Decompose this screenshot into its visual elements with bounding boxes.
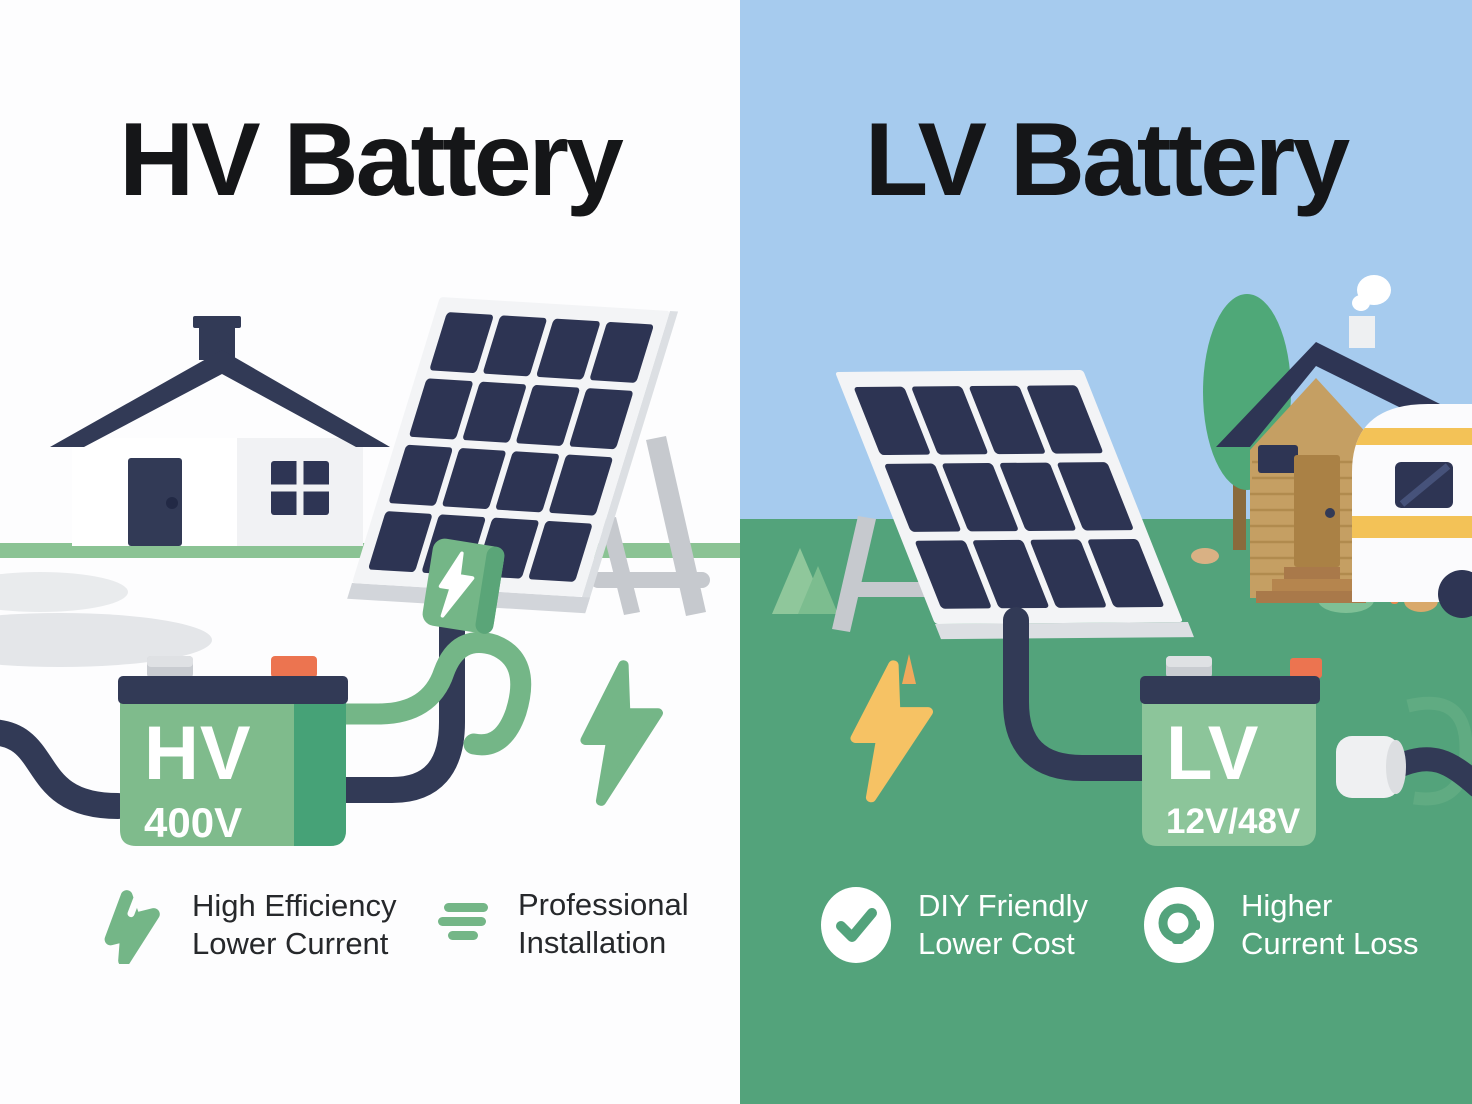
lv-battery bbox=[1140, 656, 1322, 846]
cabin bbox=[1216, 275, 1472, 603]
door-knob-icon bbox=[166, 497, 178, 509]
grass-tuft-icon bbox=[902, 654, 916, 684]
hv-battery bbox=[118, 656, 348, 846]
camper-stripes bbox=[1352, 428, 1472, 538]
panel-stand-left bbox=[590, 436, 710, 616]
rock-icon bbox=[1191, 548, 1219, 564]
camper-trailer bbox=[1352, 404, 1472, 618]
cabin-roof bbox=[1216, 342, 1472, 447]
feature-diy-friendly: DIY Friendly Lower Cost bbox=[820, 886, 1088, 964]
green-bolt-icon bbox=[104, 887, 160, 964]
battery-terminal-orange bbox=[1290, 658, 1322, 678]
panel-cells-right bbox=[854, 385, 1164, 609]
check-circle-icon bbox=[821, 887, 891, 963]
panel-stand-right bbox=[832, 516, 936, 632]
chimney-cap bbox=[193, 316, 241, 328]
camper-wheel-icon bbox=[1438, 570, 1472, 618]
house bbox=[50, 316, 390, 546]
lv-battery-label: LV 12V/48V bbox=[1166, 711, 1301, 841]
door-knob-icon bbox=[1325, 508, 1335, 518]
hv-title: HV Battery bbox=[119, 102, 624, 218]
lv-title: LV Battery bbox=[864, 102, 1350, 218]
yellow-lightning-icon bbox=[850, 660, 934, 803]
cabin-window bbox=[1258, 445, 1298, 473]
battery-terminal-orange bbox=[271, 656, 317, 678]
battery-body bbox=[1142, 700, 1316, 846]
green-cable bbox=[333, 632, 532, 756]
bush-icon bbox=[798, 566, 838, 614]
gray-mounds bbox=[0, 572, 212, 667]
cabin-step bbox=[1284, 567, 1340, 579]
battery-top-bar bbox=[118, 676, 348, 704]
battery-body bbox=[120, 700, 346, 846]
house-door bbox=[128, 458, 182, 546]
solar-panel-right bbox=[835, 370, 1194, 640]
solar-panel-left bbox=[347, 297, 679, 614]
green-lightning-icon bbox=[580, 660, 664, 806]
charge-connector-icon bbox=[422, 538, 505, 634]
battery-top-bar bbox=[1140, 676, 1320, 704]
hv-battery-label: HV 400V bbox=[144, 711, 252, 846]
feature-high-efficiency: High Efficiency Lower Current bbox=[96, 886, 396, 964]
current-circle-icon bbox=[1144, 887, 1214, 963]
window-glare bbox=[1399, 463, 1451, 507]
plug-and-cable bbox=[1336, 696, 1472, 806]
chimney bbox=[1349, 316, 1375, 348]
feature-professional-installation: Professional Installation bbox=[436, 886, 689, 962]
green-cable-loop bbox=[1406, 696, 1472, 806]
panel-cells-left bbox=[368, 312, 654, 582]
cabin-step bbox=[1256, 591, 1366, 603]
battery-body-shade bbox=[294, 700, 346, 846]
stacked-bars-icon bbox=[438, 903, 488, 940]
cable-right bbox=[1003, 607, 1157, 781]
plug-icon bbox=[1336, 736, 1400, 798]
cabin-door bbox=[1294, 455, 1340, 567]
cables-left bbox=[0, 609, 532, 819]
house-roof bbox=[50, 350, 390, 447]
feature-higher-current-loss: Higher Current Loss bbox=[1143, 886, 1418, 964]
cabin-step bbox=[1272, 579, 1352, 591]
plug-cable bbox=[1386, 747, 1472, 797]
smoke-icon bbox=[1352, 295, 1370, 311]
bolt-icon bbox=[438, 551, 475, 618]
